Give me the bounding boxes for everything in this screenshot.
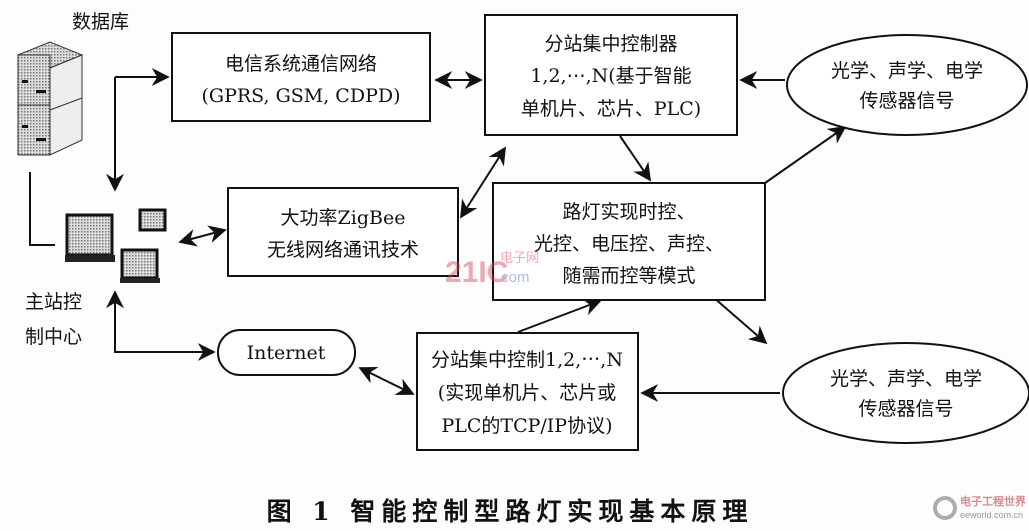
zigbee-line-2: 无线网络通讯技术: [267, 239, 419, 261]
telecom-network-box: 电信系统通信网络 (GPRS, GSM, CDPD): [171, 32, 431, 122]
zigbee-line-1: 大功率ZigBee: [281, 207, 406, 229]
sensor-bottom-line-1: 光学、声学、电学: [830, 368, 982, 390]
sensor-top-line-2: 传感器信号: [859, 90, 954, 112]
watermark-eeworld-brand: 电子工程世界: [960, 494, 1026, 508]
master-station-label-1: 主站控: [25, 291, 82, 313]
streetlight-line-1: 路灯实现时控、: [562, 201, 695, 223]
telecom-line-1: 电信系统通信网络: [225, 53, 377, 75]
arrow-master-zigbee: [178, 225, 227, 247]
watermark-21ic-brand: 21IC: [445, 256, 508, 289]
database-label: 数据库: [72, 11, 129, 33]
controller-line-3: 单机片、芯片、PLC): [521, 98, 701, 120]
internet-node: Internet: [217, 329, 356, 376]
arrow-internet-substation: [358, 367, 415, 395]
watermark-21ic: 21IC 电子网 .com: [445, 250, 539, 289]
substation-line-2: (实现单机片、芯片或: [438, 382, 616, 404]
controller-line-1: 分站集中控制器: [544, 33, 677, 55]
substation-control-box: 分站集中控制1,2,⋯,N (实现单机片、芯片或 PLC的TCP/IP协议): [416, 332, 639, 451]
sensor-bottom-line-2: 传感器信号: [858, 398, 953, 420]
substation-controller-box: 分站集中控制器 1,2,⋯,N(基于智能 单机片、芯片、PLC): [484, 14, 738, 136]
internet-label: Internet: [247, 342, 326, 364]
sensor-signal-ellipse-bottom: 光学、声学、电学 传感器信号: [782, 342, 1029, 444]
figure-caption: 图 1 智能控制型路灯实现基本原理: [267, 497, 754, 526]
watermark-eeworld-domain: eeworld.com.cn: [960, 510, 1023, 520]
sensor-signal-ellipse-top: 光学、声学、电学 传感器信号: [786, 34, 1028, 136]
sensor-top-line-1: 光学、声学、电学: [831, 60, 983, 82]
connectors: [29, 68, 847, 402]
streetlight-line-2: 光控、电压控、声控、: [534, 233, 724, 255]
arrow-controller-zigbee: [460, 146, 506, 219]
substation-line-1: 分站集中控制1,2,⋯,N: [431, 349, 623, 371]
zigbee-box: 大功率ZigBee 无线网络通讯技术: [227, 187, 459, 277]
database-server-icon: [16, 41, 84, 156]
arrow-substation-to-streetlight: [517, 298, 602, 333]
database-to-master-line: [29, 172, 55, 246]
master-computers-icon: [65, 208, 167, 283]
controller-line-2: 1,2,⋯,N(基于智能: [530, 65, 691, 87]
substation-line-3: PLC的TCP/IP协议): [441, 415, 612, 437]
arrow-controller-to-streetlight: [619, 135, 652, 182]
arrow-streetlight-to-sensor-top: [764, 125, 847, 184]
watermark-21ic-sub: 电子网: [500, 250, 539, 265]
watermark-eeworld: 电子工程世界 eeworld.com.cn: [933, 494, 1026, 520]
telecom-line-2: (GPRS, GSM, CDPD): [201, 85, 400, 107]
watermark-21ic-domain: .com: [497, 269, 530, 286]
master-station-label-2: 制中心: [25, 326, 82, 348]
streetlight-mode-box: 路灯实现时控、 光控、电压控、声控、 随需而控等模式: [492, 182, 766, 301]
arrow-master-internet: [106, 290, 216, 361]
streetlight-line-3: 随需而控等模式: [562, 265, 695, 287]
